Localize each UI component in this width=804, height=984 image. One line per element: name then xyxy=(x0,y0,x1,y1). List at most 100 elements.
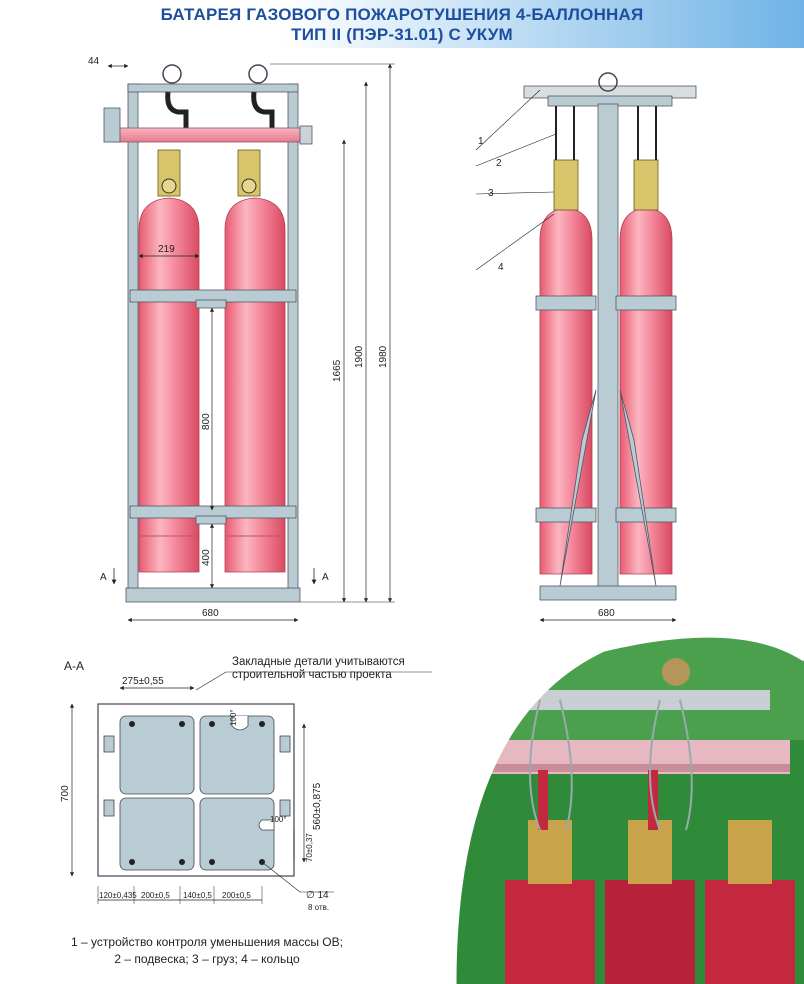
slot-right xyxy=(258,819,275,831)
frame-base xyxy=(125,587,301,603)
dim-70-label: 70±0,37 xyxy=(305,833,314,862)
side-brace-right xyxy=(619,389,657,587)
callout-1-leader xyxy=(475,89,541,151)
hole-count-label: 8 отв. xyxy=(308,903,329,912)
photo-tube-1 xyxy=(538,770,548,830)
photo-valve-1 xyxy=(528,820,572,884)
note-leader xyxy=(195,671,227,691)
hole-3 xyxy=(209,721,215,727)
dim-100-bottom-label: 100° xyxy=(270,815,287,824)
slot-top xyxy=(231,716,249,731)
dim-800-label: 800 xyxy=(201,413,212,430)
page-title: БАТАРЕЯ ГАЗОВОГО ПОЖАРОТУШЕНИЯ 4-БАЛЛОНН… xyxy=(0,5,804,45)
dim-680-side-label: 680 xyxy=(598,608,615,619)
dim-1980-label: 1980 xyxy=(378,345,389,368)
section-mark-left: A xyxy=(100,572,107,583)
section-plate-tl xyxy=(119,715,195,795)
installation-photo xyxy=(453,634,804,984)
callout-2: 2 xyxy=(496,158,502,169)
dim-140-label: 140±0,5 xyxy=(183,891,212,900)
dim-200b-label: 200±0,5 xyxy=(222,891,251,900)
manifold-end-right xyxy=(299,125,313,145)
side-hanger-ring xyxy=(598,72,618,92)
photo-beam xyxy=(490,690,770,710)
dim-44-label: 44 xyxy=(88,56,100,67)
dim-1665-label: 1665 xyxy=(332,359,343,382)
photo-cylinder-3 xyxy=(705,880,795,984)
section-aa: А-А 275±0,55 700 560± xyxy=(60,659,432,912)
manifold-pipe xyxy=(111,127,309,143)
dim-700-label: 700 xyxy=(60,785,71,802)
callout-3: 3 xyxy=(488,188,494,199)
title-line-1: БАТАРЕЯ ГАЗОВОГО ПОЖАРОТУШЕНИЯ 4-БАЛЛОНН… xyxy=(160,5,644,24)
dim-100-top-label: 100° xyxy=(229,709,238,726)
dim-120-label: 120±0,435 xyxy=(99,891,137,900)
hanger-ring-right xyxy=(248,64,268,84)
side-brace-left xyxy=(559,389,597,587)
side-clamp-upper-right xyxy=(615,295,677,311)
hole-4 xyxy=(259,721,265,727)
hole-6 xyxy=(179,859,185,865)
section-mark-right: A xyxy=(322,572,329,583)
legend: 1 – устройство контроля уменьшения массы… xyxy=(22,934,392,968)
hose-right xyxy=(251,91,275,140)
valve-right-gauge xyxy=(241,178,257,194)
callout-3-leader xyxy=(475,191,555,195)
valve-left-gauge xyxy=(161,178,177,194)
dim-1900-label: 1900 xyxy=(354,345,365,368)
clamp-tie-upper xyxy=(195,299,227,309)
hole-2 xyxy=(179,721,185,727)
frame-top-bar xyxy=(127,83,299,93)
note-line-2: строительной частью проекта xyxy=(232,669,392,681)
side-base xyxy=(539,585,677,601)
hanger-ring-left xyxy=(162,64,182,84)
section-plate-br xyxy=(199,797,275,871)
side-valve-left xyxy=(553,159,579,211)
callout-4-leader xyxy=(475,213,555,271)
frame-right-post xyxy=(287,83,299,597)
photo-valve-2 xyxy=(628,820,672,884)
clamp-tie-lower xyxy=(195,515,227,525)
section-label: А-А xyxy=(64,659,84,673)
note-line-1: Закладные детали учитываются xyxy=(232,656,405,668)
section-note: Закладные детали учитываются строительно… xyxy=(232,656,405,682)
photo-cylinder-2 xyxy=(605,880,695,984)
callout-1: 1 xyxy=(478,136,484,147)
title-line-2: ТИП II (ПЭР-31.01) С УКУМ xyxy=(291,25,513,44)
hole-5 xyxy=(129,859,135,865)
front-view: 44 219 800 400 1665 1900 1980 680 A A xyxy=(88,56,395,623)
banner-gradient xyxy=(0,0,804,48)
photo-cylinder-1 xyxy=(505,880,595,984)
hole-7 xyxy=(209,859,215,865)
section-plate-bl xyxy=(119,797,195,871)
title-banner: БАТАРЕЯ ГАЗОВОГО ПОЖАРОТУШЕНИЯ 4-БАЛЛОНН… xyxy=(0,0,804,48)
dim-200a-label: 200±0,5 xyxy=(141,891,170,900)
photo-valve-3 xyxy=(728,820,772,884)
section-tab-4 xyxy=(279,799,291,817)
photo-pipe-shadow xyxy=(470,764,790,772)
section-outer-plate xyxy=(97,703,295,877)
side-hanger-left xyxy=(555,106,575,160)
callout-4: 4 xyxy=(498,262,504,273)
section-tab-3 xyxy=(279,735,291,753)
dim-560-label: 560±0,875 xyxy=(312,782,323,830)
side-valve-right xyxy=(633,159,659,211)
hole-dia-label: ∅ 14 xyxy=(306,890,329,901)
side-view: 1 2 3 4 680 xyxy=(475,72,697,623)
side-hanger-right xyxy=(637,106,657,160)
dim-219-label: 219 xyxy=(158,244,175,255)
photo-wires-2 xyxy=(649,699,693,831)
dim-400-label: 400 xyxy=(201,549,212,566)
frame-left-post xyxy=(127,83,139,597)
hole-callout-leader xyxy=(261,861,301,893)
manifold-end-left xyxy=(103,107,121,143)
photo-wires-1 xyxy=(529,699,573,831)
section-tab-1 xyxy=(103,735,115,753)
section-tab-2 xyxy=(103,799,115,817)
callout-2-leader xyxy=(475,133,557,167)
photo-fitting-2 xyxy=(662,658,690,686)
side-clamp-upper-left xyxy=(535,295,597,311)
side-clamp-lower-left xyxy=(535,507,597,523)
dim-275-label: 275±0,55 xyxy=(122,676,164,687)
